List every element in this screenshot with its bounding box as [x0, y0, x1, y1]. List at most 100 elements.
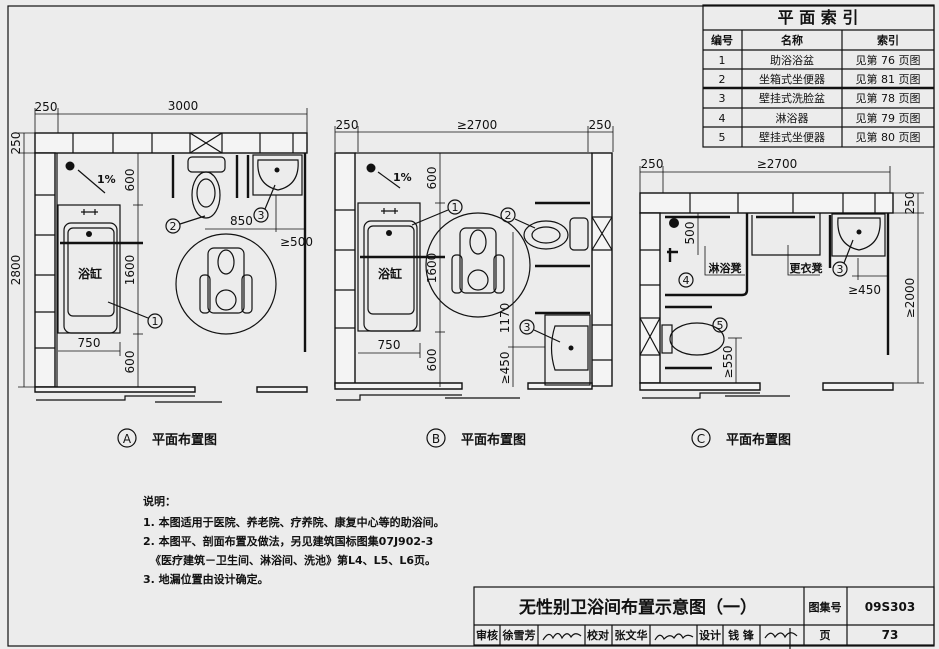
row-name: 壁挂式坐便器 [759, 130, 825, 144]
note-item: 2. 本图平、剖面布置及做法，另见建筑国标图集07J902-3 [143, 534, 433, 548]
toilet-icon [187, 156, 226, 219]
header-no: 编号 [711, 33, 733, 47]
dim-1600: 1600 [425, 253, 439, 284]
dim-450: ≥450 [498, 352, 512, 385]
wheelchair-turning-circle-icon [175, 233, 277, 335]
row-name: 助浴浴盆 [770, 53, 814, 67]
plan-c: 250 ≥2700 250 ≥2000 500 淋浴凳 4 更衣凳 [639, 157, 924, 399]
caption-letter-a: A [123, 432, 132, 446]
dim-600: 600 [123, 169, 137, 192]
floor-drain-icon [366, 163, 376, 173]
notes-title: 说明： [143, 494, 176, 508]
atlas-number: 09S303 [865, 600, 915, 614]
notes: 说明： 1. 本图适用于医院、养老院、疗养院、康复中心等的助浴间。 2. 本图平… [143, 494, 445, 586]
slope-label: 1% [97, 173, 116, 186]
dim-850: 850 [230, 214, 253, 228]
page-label: 页 [820, 629, 831, 642]
page-number: 73 [882, 628, 899, 642]
dim-width: 3000 [168, 99, 199, 113]
header-name: 名称 [781, 33, 803, 47]
note-item: 《医疗建筑－卫生间、淋浴间、洗池》第L4、L5、L6页。 [150, 553, 436, 567]
row-name: 淋浴器 [776, 112, 809, 125]
callout-2: 2 [505, 209, 512, 222]
title-block: 无性别卫浴间布置示意图（一） 图集号 09S303 审核 徐雪芳 校对 张文华 … [473, 586, 935, 649]
dim-top-wall: 250 [9, 132, 23, 155]
shower-valve-icon [667, 248, 678, 262]
toilet-icon [661, 322, 725, 356]
caption-b: 平面布置图 [461, 432, 526, 448]
dim-1600: 1600 [123, 255, 137, 286]
plan-index-table: 平 面 索 引 编号 名称 索引 1 助浴浴盆 见第 76 页图 2 坐箱式坐便… [702, 4, 935, 148]
wheelchair-turning-circle-icon [425, 212, 531, 318]
dim-600: 600 [425, 349, 439, 372]
atlas-label: 图集号 [809, 600, 842, 614]
callout-4: 4 [683, 274, 690, 287]
plan-b: 250 ≥2700 250 1% 浴缸 600 1600 600 750 [334, 118, 614, 401]
caption-a: 平面布置图 [152, 432, 217, 448]
bathtub-label: 浴缸 [378, 266, 402, 281]
caption-c: 平面布置图 [726, 432, 791, 448]
dim-550: ≥550 [721, 346, 735, 379]
caption-letter-b: B [432, 432, 440, 446]
dim-wall: 250 [35, 100, 58, 114]
designer-signature [764, 628, 798, 649]
check-label: 校对 [587, 628, 609, 642]
slope-label: 1% [393, 171, 412, 184]
washbasin-icon [831, 213, 886, 257]
washbasin-icon [252, 154, 303, 196]
dim-500: 500 [683, 222, 697, 245]
row-no: 5 [719, 131, 726, 144]
dim-top-wall: 250 [903, 192, 917, 215]
callout-1: 1 [452, 201, 459, 214]
review-label: 审核 [476, 628, 498, 642]
drawing-title: 无性别卫浴间布置示意图（一） [518, 597, 757, 618]
reviewer-name: 徐雪芳 [502, 628, 536, 642]
toilet-icon [523, 217, 589, 251]
change-bench-label: 更衣凳 [790, 261, 824, 275]
checker-name: 张文华 [615, 628, 648, 642]
dim-500: ≥500 [280, 235, 313, 249]
bathtub-label: 浴缸 [78, 266, 102, 281]
sheet-frame [7, 5, 935, 647]
shower-head-icon [669, 218, 679, 228]
callout-5: 5 [717, 319, 724, 332]
checker-signature [654, 633, 694, 641]
row-ref: 见第 81 页图 [856, 72, 921, 86]
dim-width: ≥2700 [457, 118, 498, 132]
shower-bench-label: 淋浴凳 [709, 261, 743, 275]
row-ref: 见第 79 页图 [856, 111, 921, 125]
dim-height: ≥2000 [903, 278, 917, 319]
callout-3: 3 [837, 263, 844, 276]
design-label: 设计 [699, 628, 721, 642]
index-title: 平 面 索 引 [778, 8, 859, 27]
row-no: 1 [719, 54, 726, 67]
dim-tub-width: 750 [378, 338, 401, 352]
callout-3: 3 [258, 209, 265, 222]
dim-450: ≥450 [848, 283, 881, 297]
callout-3: 3 [524, 321, 531, 334]
note-item: 3. 地漏位置由设计确定。 [143, 572, 269, 586]
dim-wall: 250 [641, 157, 664, 171]
row-no: 4 [719, 112, 726, 125]
dim-height: 2800 [9, 255, 23, 286]
floor-drain-icon [65, 161, 75, 171]
plan-captions: A 平面布置图 B 平面布置图 C 平面布置图 [117, 428, 791, 448]
washbasin-icon [544, 314, 591, 386]
plan-a: 250 3000 250 2800 1% 浴缸 600 1600 600 [9, 99, 313, 403]
callout-1: 1 [152, 315, 159, 328]
row-no: 2 [719, 73, 726, 86]
row-ref: 见第 80 页图 [856, 130, 921, 144]
dim-600: 600 [425, 167, 439, 190]
row-no: 3 [719, 92, 726, 105]
dim-600: 600 [123, 351, 137, 374]
header-ref: 索引 [877, 33, 899, 47]
caption-letter-c: C [697, 432, 705, 446]
row-ref: 见第 78 页图 [856, 91, 921, 105]
reviewer-signature [542, 632, 582, 641]
dim-1170: 1170 [498, 303, 512, 334]
row-name: 坐箱式坐便器 [759, 72, 825, 86]
dim-width: ≥2700 [757, 157, 798, 171]
dim-wall-left: 250 [336, 118, 359, 132]
callout-2: 2 [170, 220, 177, 233]
